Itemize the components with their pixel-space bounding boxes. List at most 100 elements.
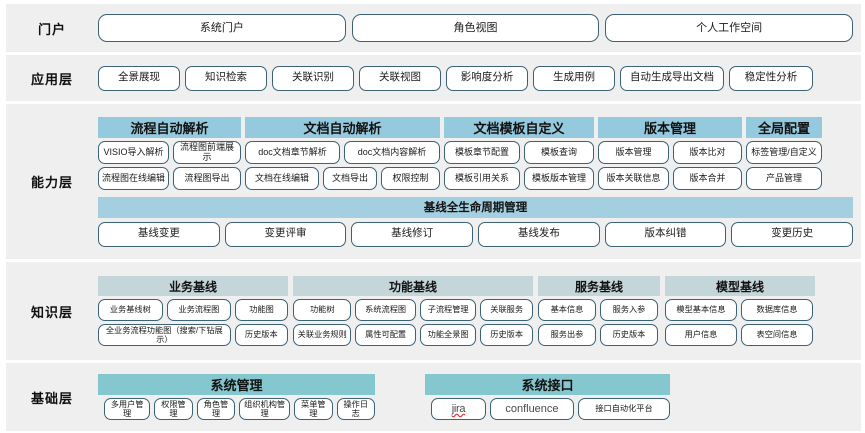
foundation-item[interactable]: 权限管理: [154, 398, 193, 420]
foundation-group-header: 系统管理: [98, 374, 375, 395]
application-item-1[interactable]: 全景展现: [98, 65, 180, 91]
ability-group-header: 文档模板自定义: [444, 116, 594, 138]
ability-row: 版本管理版本比对: [598, 140, 742, 164]
knowledge-item[interactable]: 数据库信息: [741, 299, 813, 321]
ability-item[interactable]: 模板版本管理: [524, 166, 594, 190]
ability-item[interactable]: 版本比对: [673, 140, 742, 164]
application-item-2[interactable]: 知识检索: [185, 65, 267, 91]
knowledge-item[interactable]: 基本信息: [538, 299, 596, 321]
ability-item[interactable]: 模板引用关系: [444, 166, 520, 190]
ability-group: 全局配置标签管理/自定义产品管理: [746, 116, 822, 190]
knowledge-item[interactable]: 子流程管理: [419, 299, 477, 321]
ability-item[interactable]: 流程图前端展示: [173, 140, 241, 164]
ability-item[interactable]: 版本关联信息: [598, 166, 669, 190]
knowledge-item[interactable]: 历史版本: [600, 324, 658, 346]
application-item-5[interactable]: 影响度分析: [446, 65, 528, 91]
knowledge-item[interactable]: 关联业务规则: [293, 324, 352, 346]
ability-item[interactable]: 版本管理: [598, 140, 669, 164]
ability-item[interactable]: doc文档章节解析: [245, 140, 340, 164]
ability-row: 版本关联信息版本合并: [598, 166, 742, 190]
knowledge-item[interactable]: 全业务流程功能图（搜索/下钻展示）: [98, 324, 231, 346]
foundation-group-header: 系统接口: [425, 374, 670, 395]
foundation-item[interactable]: 接口自动化平台: [578, 398, 671, 420]
ability-item[interactable]: 文档导出: [323, 166, 377, 190]
knowledge-row: 功能树系统流程图子流程管理关联服务: [293, 299, 533, 321]
knowledge-item[interactable]: 服务出参: [538, 324, 596, 346]
ability-item[interactable]: doc文档内容解析: [344, 140, 440, 164]
foundation-item[interactable]: 多用户管理: [104, 398, 151, 420]
ability-item[interactable]: 标签管理/自定义: [746, 140, 822, 164]
application-item-4[interactable]: 关联视图: [359, 65, 441, 91]
foundation-item[interactable]: 操作日志: [336, 398, 376, 420]
application-item-8[interactable]: 稳定性分析: [729, 65, 813, 91]
application-item-6[interactable]: 生成用例: [533, 65, 615, 91]
ability-item[interactable]: 产品管理: [746, 166, 822, 190]
ability-row: VISIO导入解析流程图前端展示: [98, 140, 241, 164]
knowledge-row: 全业务流程功能图（搜索/下钻展示）历史版本: [98, 324, 288, 346]
jira-logo-text: jira: [451, 402, 466, 415]
ability-row: 流程图在线编辑流程图导出: [98, 166, 241, 190]
foundation-item[interactable]: 菜单管理: [294, 398, 333, 420]
baseline-item-1[interactable]: 基线变更: [98, 221, 220, 247]
knowledge-item[interactable]: 功能全景图: [419, 324, 477, 346]
portal-item-1[interactable]: 系统门户: [98, 14, 346, 42]
ability-item[interactable]: 流程图在线编辑: [98, 166, 169, 190]
section-portal: 门户 系统门户角色视图个人工作空间: [6, 4, 861, 52]
ability-item[interactable]: 模板章节配置: [444, 140, 520, 164]
knowledge-item[interactable]: 历史版本: [480, 324, 533, 346]
ability-group-header: 文档自动解析: [245, 116, 440, 138]
ability-item[interactable]: 权限控制: [381, 166, 440, 190]
application-items: 全景展现知识检索关联识别关联视图影响度分析生成用例自动生成导出文档稳定性分析: [98, 65, 861, 91]
section-knowledge: 知识层 业务基线业务基线树业务流程图功能图全业务流程功能图（搜索/下钻展示）历史…: [6, 262, 861, 360]
knowledge-item[interactable]: 业务流程图: [166, 299, 232, 321]
knowledge-item[interactable]: 表空间信息: [741, 324, 813, 346]
foundation-item[interactable]: jira: [431, 398, 486, 420]
ability-item[interactable]: VISIO导入解析: [98, 140, 169, 164]
knowledge-item[interactable]: 功能树: [293, 299, 352, 321]
knowledge-group-header: 模型基线: [665, 276, 815, 296]
ability-item[interactable]: 版本合并: [673, 166, 742, 190]
confluence-logo-text: confluence: [505, 402, 559, 415]
ability-item[interactable]: 文档在线编辑: [245, 166, 319, 190]
ability-group: 文档模板自定义模板章节配置模板查询模板引用关系模板版本管理: [444, 116, 594, 190]
knowledge-item[interactable]: 用户信息: [665, 324, 737, 346]
foundation-item[interactable]: confluence: [489, 398, 575, 420]
knowledge-item[interactable]: 关联服务: [480, 299, 533, 321]
portal-items: 系统门户角色视图个人工作空间: [98, 14, 861, 42]
baseline-lifecycle-items: 基线变更变更评审基线修订基线发布版本纠错变更历史: [98, 221, 854, 247]
knowledge-item[interactable]: 属性可配置: [355, 324, 416, 346]
knowledge-item[interactable]: 功能图: [235, 299, 289, 321]
baseline-item-3[interactable]: 基线修订: [351, 221, 474, 247]
knowledge-group: 功能基线功能树系统流程图子流程管理关联服务关联业务规则属性可配置功能全景图历史版…: [293, 276, 533, 346]
knowledge-row: 业务基线树业务流程图功能图: [98, 299, 289, 321]
portal-item-2[interactable]: 角色视图: [351, 14, 600, 42]
ability-item[interactable]: 流程图导出: [173, 166, 241, 190]
knowledge-item[interactable]: 模型基本信息: [665, 299, 737, 321]
baseline-item-2[interactable]: 变更评审: [224, 221, 347, 247]
application-item-7[interactable]: 自动生成导出文档: [620, 65, 724, 91]
left-edge-rule: [0, 0, 3, 433]
knowledge-item[interactable]: 服务入参: [600, 299, 658, 321]
foundation-row: 多用户管理权限管理角色管理组织机构管理菜单管理操作日志: [98, 398, 376, 420]
knowledge-row: 基本信息服务入参: [538, 299, 660, 321]
foundation-item[interactable]: 角色管理: [196, 398, 236, 420]
portal-item-3[interactable]: 个人工作空间: [605, 14, 854, 42]
ability-row: 产品管理: [746, 166, 822, 190]
knowledge-item[interactable]: 历史版本: [234, 324, 288, 346]
application-item-3[interactable]: 关联识别: [272, 65, 354, 91]
ability-row: 标签管理/自定义: [746, 140, 822, 164]
foundation-item[interactable]: 组织机构管理: [239, 398, 291, 420]
knowledge-item[interactable]: 系统流程图: [355, 299, 416, 321]
baseline-item-4[interactable]: 基线发布: [478, 221, 600, 247]
ability-item[interactable]: 模板查询: [524, 140, 594, 164]
ability-row: 文档在线编辑文档导出权限控制: [245, 166, 440, 190]
foundation-row: jira confluence 接口自动化平台: [425, 398, 671, 420]
baseline-item-5[interactable]: 版本纠错: [604, 221, 727, 247]
baseline-item-6[interactable]: 变更历史: [731, 221, 854, 247]
knowledge-item[interactable]: 业务基线树: [98, 299, 163, 321]
